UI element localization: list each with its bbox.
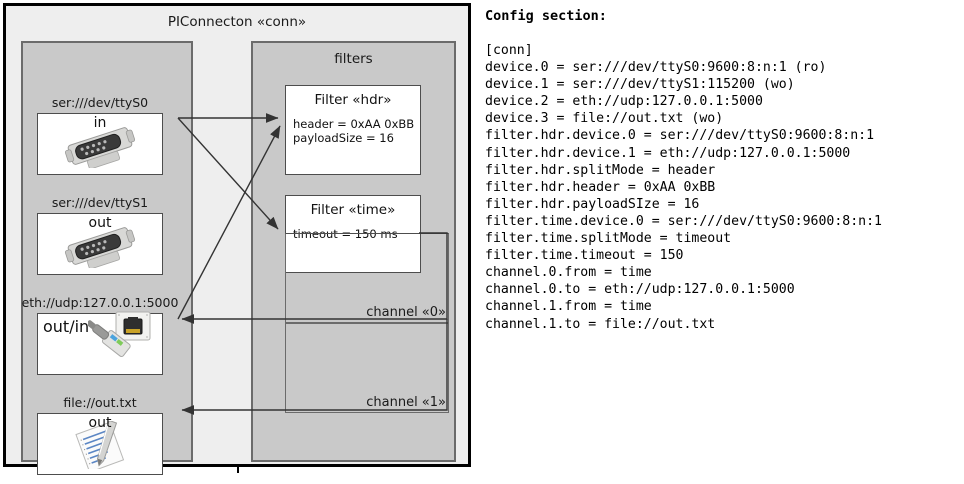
device-ttys0[interactable]: ser:///dev/ttyS0 in — [37, 95, 163, 175]
text-document-icon — [65, 419, 135, 473]
device-eth-direction: out/in — [43, 317, 90, 336]
config-line-14: channel.0.to = eth://udp:127.0.0.1:5000 — [485, 282, 795, 298]
diagram-title: PIConnecton «conn» — [167, 14, 307, 30]
filter-hdr-props: header = 0xAA 0xBB payloadSize = 16 — [286, 108, 420, 145]
device-eth[interactable]: eth://udp:127.0.0.1:5000 out/in — [22, 295, 178, 375]
filter-hdr-prop-header: header = 0xAA 0xBB — [293, 117, 415, 131]
devices-group: ser:///dev/ttyS0 in — [21, 41, 193, 475]
config-line-0: [conn] — [485, 43, 533, 58]
device-file-caption: file://out.txt — [63, 395, 137, 410]
filter-hdr-title: Filter «hdr» — [314, 92, 392, 108]
config-line-2: device.1 = ser:///dev/ttyS1:115200 (wo) — [485, 77, 795, 93]
config-line-8: filter.hdr.header = 0xAA 0xBB — [485, 179, 716, 195]
device-eth-body[interactable]: out/in — [37, 311, 163, 375]
device-ttys1-caption: ser:///dev/ttyS1 — [51, 195, 149, 210]
config-line-10: filter.time.device.0 = ser:///dev/ttyS0:… — [485, 213, 882, 229]
config-line-15: channel.1.from = time — [485, 299, 652, 315]
config-panel: Config section: [conn] device.0 = ser:///… — [483, 0, 964, 484]
config-line-5: filter.hdr.device.0 = ser:///dev/ttyS0:9… — [485, 128, 875, 144]
config-heading: Config section: — [485, 8, 607, 24]
channel-1-label: channel «1» — [366, 395, 446, 410]
device-file-direction: out — [88, 415, 112, 431]
device-ttys1[interactable]: ser:///dev/ttyS1 out — [37, 195, 163, 275]
config-line-1: device.0 = ser:///dev/ttyS0:9600:8:n:1 (… — [485, 60, 827, 76]
filters-group-label: filters — [334, 51, 373, 67]
config-line-6: filter.hdr.device.1 = eth://udp:127.0.0.… — [485, 145, 851, 161]
serial-port-icon — [61, 224, 139, 272]
channel-0-label: channel «0» — [366, 305, 446, 320]
config-line-16: channel.1.to = file://out.txt — [485, 316, 716, 332]
device-ttys0-caption: ser:///dev/ttyS0 — [51, 95, 149, 110]
config-line-12: filter.time.timeout = 150 — [485, 248, 684, 264]
serial-port-icon — [61, 124, 139, 172]
config-line-4: device.3 = file://out.txt (wo) — [485, 111, 724, 127]
device-ttys1-body[interactable]: out — [37, 213, 163, 275]
device-file-body[interactable]: out — [37, 413, 163, 475]
filters-group: filters Filter «hdr» header = 0xAA 0xBB … — [251, 41, 456, 462]
ethernet-plug-icon — [86, 311, 160, 373]
bottom-notch-marker — [237, 464, 239, 473]
config-line-9: filter.hdr.payloadSIze = 16 — [485, 196, 700, 212]
device-ttys1-direction: out — [88, 215, 112, 231]
device-eth-caption: eth://udp:127.0.0.1:5000 — [21, 295, 179, 310]
connector-diagram: PIConnecton «conn» ser:///dev/ttyS0 in — [3, 3, 471, 475]
config-line-11: filter.time.splitMode = timeout — [485, 231, 732, 247]
filter-time-title: Filter «time» — [310, 202, 396, 218]
device-ttys0-body[interactable]: in — [37, 113, 163, 175]
config-line-3: device.2 = eth://udp:127.0.0.1:5000 — [485, 94, 763, 110]
filter-hdr-box[interactable]: Filter «hdr» header = 0xAA 0xBB payloadS… — [285, 85, 421, 175]
config-line-13: channel.0.from = time — [485, 265, 652, 281]
config-body: [conn] device.0 = ser:///dev/ttyS0:9600:8… — [485, 42, 882, 333]
device-file[interactable]: file://out.txt out — [37, 395, 163, 475]
config-line-7: filter.hdr.splitMode = header — [485, 162, 716, 178]
device-ttys0-direction: in — [93, 115, 107, 131]
filter-hdr-prop-payloadsize: payloadSize = 16 — [293, 131, 394, 145]
